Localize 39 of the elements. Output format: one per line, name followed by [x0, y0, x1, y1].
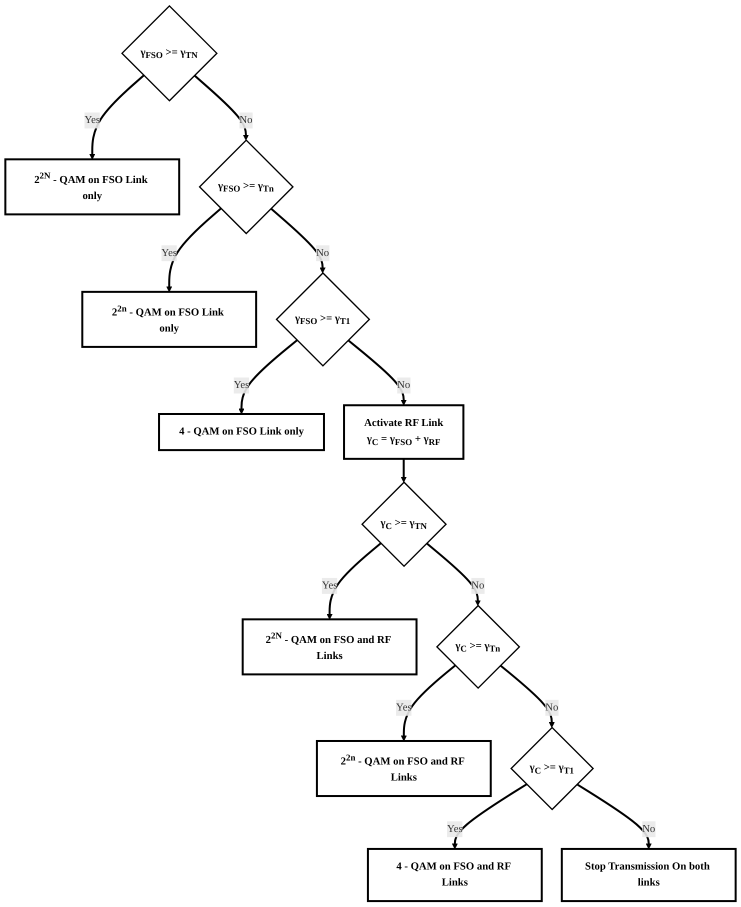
node-box: Stop Transmission On both links	[560, 848, 737, 902]
edge-label: Yes	[447, 823, 463, 835]
node-box: 4 - QAM on FSO and RF Links	[366, 848, 543, 902]
node-diamond: γ$_{FSO}$ >= γ$_{Tn}$	[198, 139, 294, 234]
edge-label: Yes	[161, 247, 177, 259]
node-diamond: γ$_{C}$ >= γ$_{Tn}$	[436, 604, 520, 690]
edge-label: Yes	[84, 114, 100, 126]
node-box: 2$^{2N}$ - QAM on FSO and RF Links	[242, 618, 418, 676]
node-box: Activate RF Link γ$_{C}$ = γ$_{FSO}$ + γ$_{RF}$	[343, 404, 464, 460]
edge-label: No	[316, 247, 330, 259]
node-box: 2$^{2n}$ - QAM on FSO Link only	[81, 290, 258, 348]
edge-label: Yes	[234, 380, 250, 391]
arrow	[166, 208, 222, 292]
edge-label: No	[471, 580, 484, 592]
node-diamond: γ$_{C}$ >= γ$_{T1}$	[510, 726, 594, 810]
edge-label: No	[642, 823, 656, 835]
node-diamond: γ$_{FSO}$ >= γ$_{TN}$	[121, 4, 218, 102]
edge-label: No	[397, 380, 410, 391]
arrow	[400, 664, 456, 742]
node-diamond: γ$_{FSO}$ >= γ$_{T1}$	[276, 272, 370, 367]
arrow	[576, 783, 652, 850]
arrow	[194, 74, 249, 140]
arrow	[89, 74, 144, 160]
arrow	[238, 339, 298, 414]
edge-label: No	[545, 702, 558, 714]
arrow	[500, 664, 555, 728]
arrow	[426, 542, 481, 606]
node-diamond: γ$_{C}$ >= γ$_{TN}$	[361, 481, 447, 568]
arrow	[348, 339, 407, 406]
arrow	[270, 208, 326, 274]
edge-label: Yes	[322, 580, 338, 592]
node-box: 2$^{2N}$ - QAM on FSO Link only	[4, 158, 180, 216]
node-box: 4 - QAM on FSO Link only	[158, 413, 325, 452]
edge-label: Yes	[396, 702, 412, 714]
arrow	[400, 458, 407, 483]
arrow	[452, 783, 528, 850]
node-box: 2$^{2n}$ - QAM on FSO and RF Links	[316, 740, 492, 798]
arrow	[326, 542, 382, 620]
edge-label: No	[239, 114, 252, 126]
